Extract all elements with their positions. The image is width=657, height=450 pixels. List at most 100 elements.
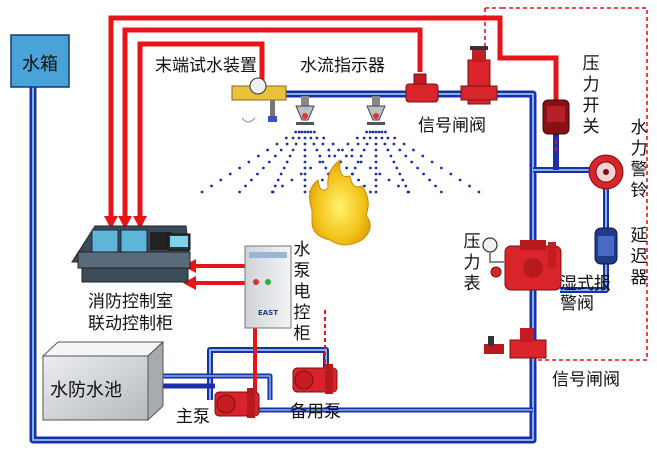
spray-dot [266, 148, 269, 152]
spray-dot [374, 142, 378, 146]
spray-dot [337, 148, 340, 152]
spray-dot [244, 184, 247, 188]
water-tank-label: 水箱 [22, 54, 58, 75]
spray-dot [303, 190, 307, 194]
spray-dot [374, 184, 378, 188]
main-pump-label: 主泵 [176, 407, 210, 427]
spray-dot [303, 142, 307, 146]
spray-dot [393, 136, 397, 140]
fire-pool [41, 340, 165, 422]
spray-dot [374, 190, 378, 194]
spray-dot [285, 142, 289, 146]
spray-dot [303, 178, 307, 182]
standby-pump-label: 备用泵 [290, 402, 341, 422]
flow-indicator-label: 水流指示器 [300, 56, 385, 76]
spray-dot [324, 166, 328, 170]
spray-dot [387, 178, 391, 182]
control-console [71, 225, 191, 283]
signal-gate-valve-top [460, 46, 498, 105]
spray-dot [374, 172, 378, 176]
pump-cabinet-label: 水泵电控柜 [293, 240, 311, 344]
spray-dot [341, 148, 344, 152]
spray-dot [362, 148, 366, 152]
sprinkler-left [295, 96, 315, 125]
spray-dot [363, 184, 366, 188]
spray-dot [288, 154, 292, 158]
spray-dot [228, 172, 232, 176]
spray-dot [309, 136, 313, 140]
spray-dot [322, 136, 326, 140]
end-test-device-label: 末端试水装置 [155, 56, 257, 76]
fire-pool-label: 水防水池 [50, 380, 122, 401]
spray-dot [374, 154, 378, 158]
delayer-label: 延迟器 [630, 226, 648, 288]
spray-dot [357, 178, 360, 182]
spray-dot [410, 160, 414, 164]
pump-control-cabinet [244, 245, 292, 329]
spray-dot [291, 136, 295, 140]
spray-dot [374, 166, 378, 170]
spray-dot [256, 172, 259, 176]
spray-dot [359, 160, 363, 164]
spray-dot [321, 142, 325, 146]
spray-dot [368, 136, 372, 140]
spray-dot [350, 154, 354, 158]
spray-dot [412, 148, 415, 152]
spray-dot [262, 166, 265, 170]
fire-icon [309, 158, 371, 246]
spray-dot [279, 148, 283, 152]
spray-dot [421, 154, 425, 158]
spray-dot [313, 130, 316, 134]
spray-dot [250, 178, 253, 182]
spray-dot [327, 148, 331, 152]
spray-dot [346, 142, 350, 146]
spray-dot [300, 130, 304, 134]
spray-dot [331, 142, 335, 146]
spray-dot [386, 136, 390, 140]
spray-dot [392, 160, 396, 164]
spray-dot [384, 130, 387, 134]
spray-dot [333, 154, 337, 158]
wet-alarm-valve-label: 湿式报警阀 [560, 274, 611, 314]
spray-dot [374, 130, 378, 134]
pressure-switch [542, 99, 570, 135]
spray-dot [273, 154, 277, 158]
spray-dot [294, 130, 297, 134]
spray-dot [362, 136, 366, 140]
standby-pump [292, 364, 338, 394]
spray-dot [350, 172, 354, 176]
spray-dot [303, 130, 307, 134]
spray-dot [284, 136, 288, 140]
spray-dot [374, 178, 378, 182]
spray-dot [404, 154, 408, 158]
spray-dot [392, 142, 396, 146]
spray-dot [365, 142, 369, 146]
spray-dot [458, 178, 462, 182]
spray-dot [468, 184, 471, 188]
spray-dot [297, 136, 301, 140]
spray-dot [365, 130, 368, 134]
spray-dot [369, 190, 372, 194]
spray-dot [398, 148, 402, 152]
wet-alarm-valve [504, 240, 562, 291]
spray-dot [422, 172, 425, 176]
spray-dot [327, 154, 331, 158]
water-flow-indicator [405, 73, 439, 103]
spray-dot [355, 136, 359, 140]
spray-dot [210, 184, 213, 188]
spray-dot [275, 142, 279, 146]
spray-dot [303, 160, 307, 164]
spray-dot [434, 184, 437, 188]
spray-dot [303, 136, 307, 140]
spray-dot [440, 166, 443, 170]
spray-dot [309, 130, 313, 134]
spray-dot [321, 160, 325, 164]
spray-dot [238, 190, 242, 194]
spray-dot [303, 184, 307, 188]
spray-dot [273, 184, 277, 188]
water-alarm-bell [588, 154, 624, 190]
spray-dot [401, 178, 405, 182]
signal-gate-valve-bottom [484, 328, 547, 359]
cabinet-brand: EAST [258, 309, 278, 317]
